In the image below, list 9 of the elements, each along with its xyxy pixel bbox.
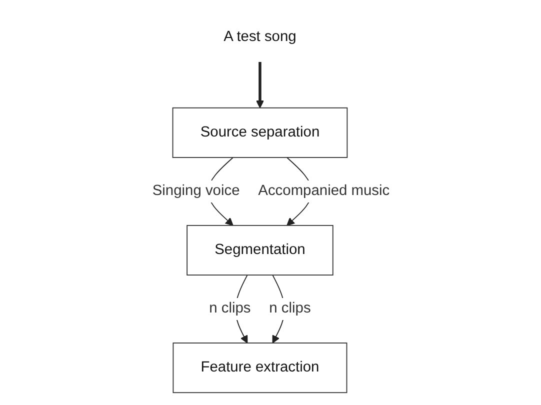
node-text: A test song bbox=[223, 28, 296, 45]
edge-label: Singing voice bbox=[152, 183, 240, 199]
edge-label: n clips bbox=[208, 300, 250, 316]
edge-label: n clips bbox=[268, 300, 310, 316]
edge-label: Accompanied music bbox=[258, 183, 390, 199]
node-box: Source separation bbox=[172, 107, 348, 158]
node-box: Feature extraction bbox=[172, 342, 347, 394]
arrow bbox=[255, 62, 264, 108]
node-box: Segmentation bbox=[186, 225, 333, 276]
